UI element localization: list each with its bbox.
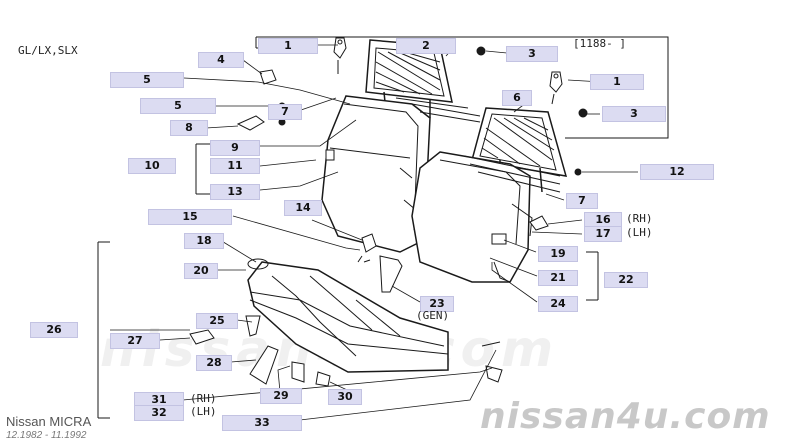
callout-5-lower[interactable]: 5 [140, 98, 216, 114]
brace-9-13 [195, 143, 210, 195]
callout-19[interactable]: 19 [538, 246, 578, 262]
footer-date-range: 12.1982 - 11.1992 [6, 430, 87, 441]
callout-15[interactable]: 15 [148, 209, 232, 225]
callout-10[interactable]: 10 [128, 158, 176, 174]
brace-19-24 [586, 251, 599, 301]
footer-model-title: Nissan MICRA [6, 414, 92, 429]
seatback-right-icon [411, 151, 561, 283]
hardware-icons [189, 37, 588, 387]
seat-cushion-icon [247, 258, 449, 373]
callout-3[interactable]: 3 [506, 46, 558, 62]
note-16-rh: (RH) [626, 212, 653, 225]
brand-watermark: nissan4u.com [480, 396, 771, 437]
callout-28[interactable]: 28 [196, 355, 232, 371]
callout-18[interactable]: 18 [184, 233, 224, 249]
callout-20[interactable]: 20 [184, 263, 218, 279]
model-label: GL/LX,SLX [18, 44, 78, 57]
callout-21[interactable]: 21 [538, 270, 578, 286]
callout-22[interactable]: 22 [604, 272, 648, 288]
callout-25[interactable]: 25 [196, 313, 238, 329]
callout-8[interactable]: 8 [170, 120, 208, 136]
note-32-lh: (LH) [190, 405, 217, 418]
callout-30[interactable]: 30 [328, 389, 362, 405]
note-23-gen: (GEN) [416, 309, 450, 322]
range-note: [1188- ] [573, 37, 626, 50]
seatback-left-icon [321, 95, 481, 253]
callout-12[interactable]: 12 [640, 164, 714, 180]
callout-33[interactable]: 33 [222, 415, 302, 431]
note-17-lh: (LH) [626, 226, 653, 239]
callout-1-right[interactable]: 1 [590, 74, 644, 90]
callout-1[interactable]: 1 [258, 38, 318, 54]
callout-7-right[interactable]: 7 [566, 193, 598, 209]
leader-lines [110, 44, 638, 421]
brace-26 [97, 241, 110, 419]
callout-32[interactable]: 32 [134, 405, 184, 421]
callout-13[interactable]: 13 [210, 184, 260, 200]
callout-5-upper[interactable]: 5 [110, 72, 184, 88]
callout-26[interactable]: 26 [30, 322, 78, 338]
callout-7-left[interactable]: 7 [268, 104, 302, 120]
callout-29[interactable]: 29 [260, 388, 302, 404]
callout-14[interactable]: 14 [284, 200, 322, 216]
seatbelt-buckle-icon [357, 233, 403, 293]
headrest-group-bracket [256, 36, 669, 139]
callout-6[interactable]: 6 [502, 90, 532, 106]
note-31-rh: (RH) [190, 392, 217, 405]
headrest-left-icon [365, 39, 453, 118]
callout-9[interactable]: 9 [210, 140, 260, 156]
callout-23[interactable]: 23 [420, 296, 454, 312]
headrest-right-icon [471, 107, 568, 193]
callout-27[interactable]: 27 [110, 333, 160, 349]
callout-11[interactable]: 11 [210, 158, 260, 174]
callout-4[interactable]: 4 [198, 52, 244, 68]
callout-2[interactable]: 2 [396, 38, 456, 54]
callout-24[interactable]: 24 [538, 296, 578, 312]
callout-3-right[interactable]: 3 [602, 106, 666, 122]
callout-17[interactable]: 17 [584, 226, 622, 242]
